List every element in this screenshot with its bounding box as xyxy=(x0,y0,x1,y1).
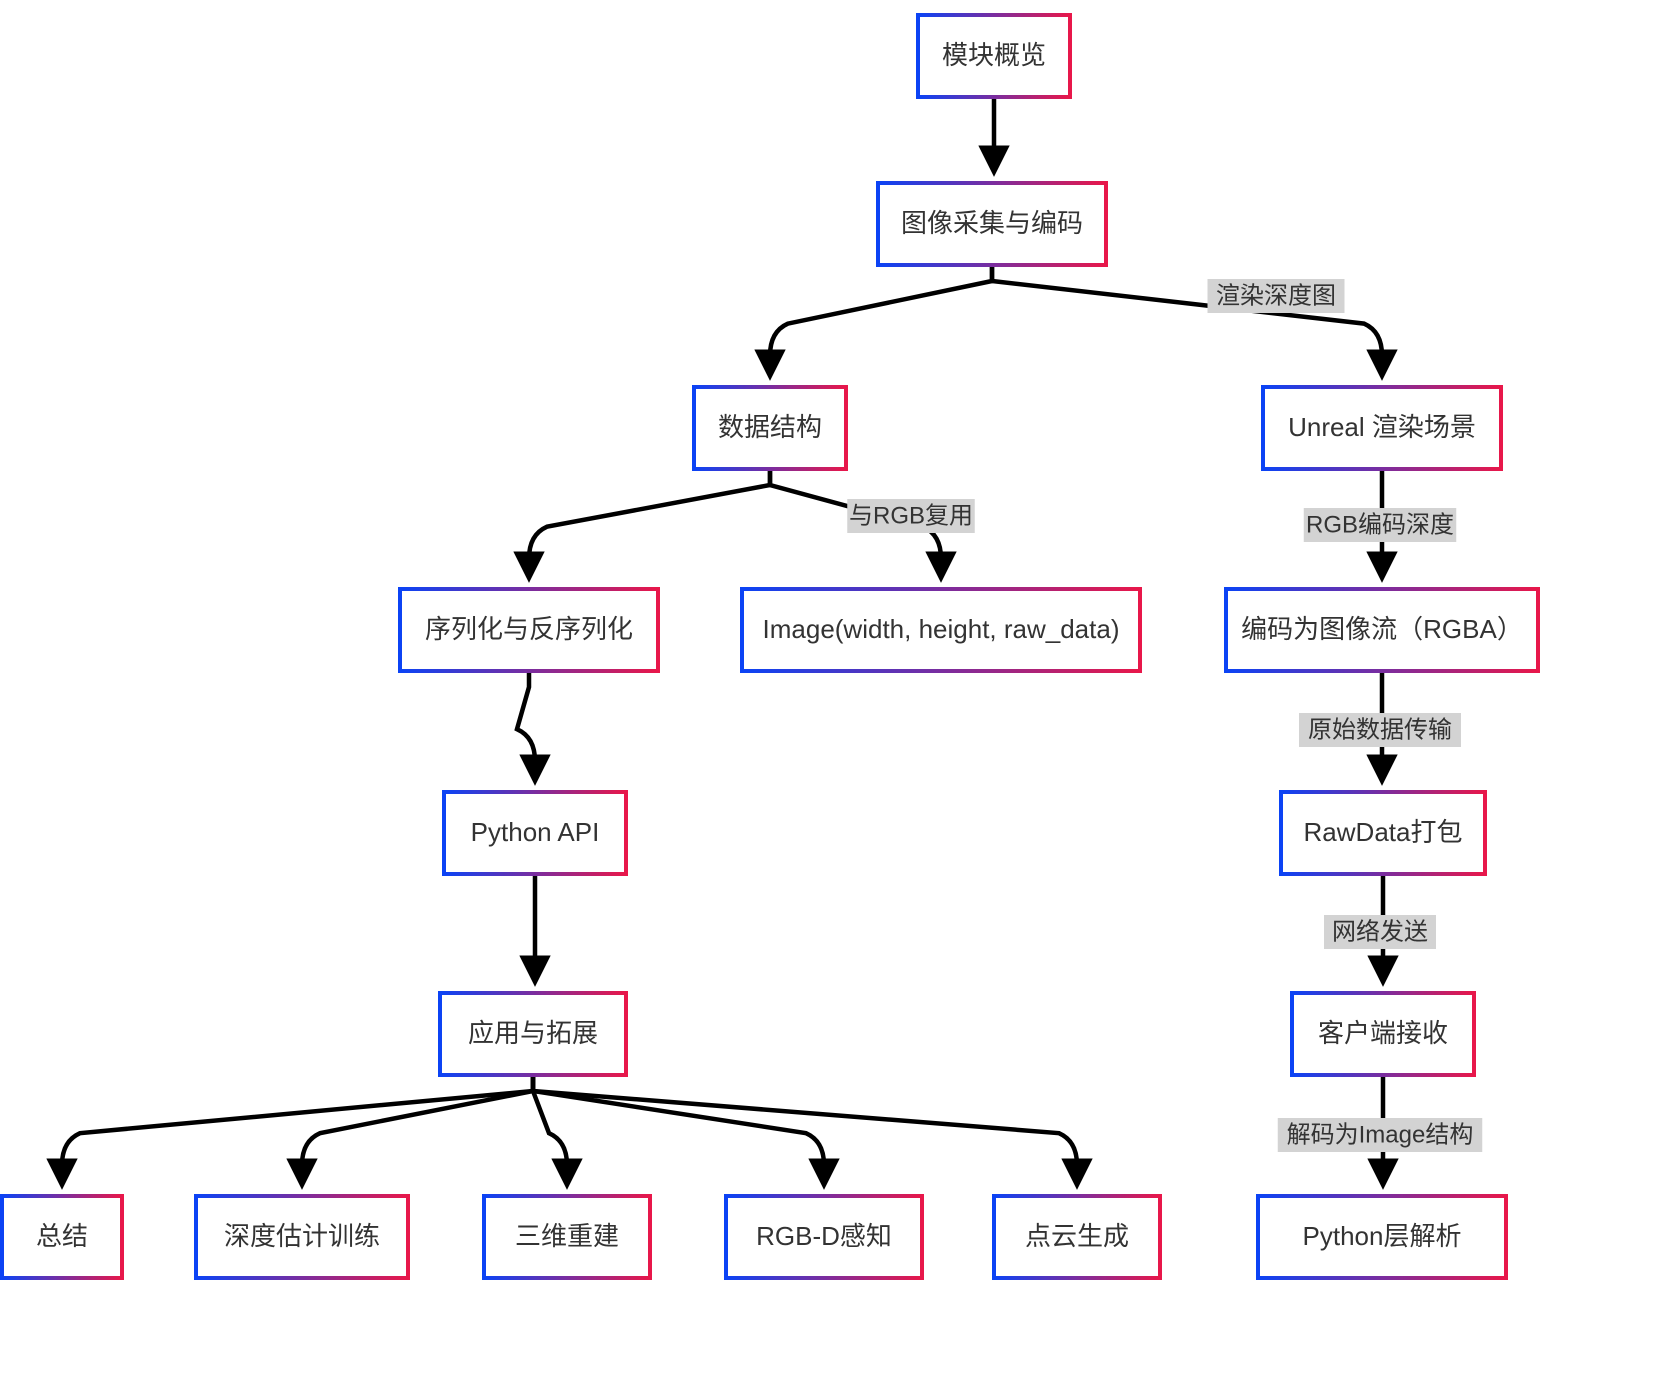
node-recon3d[interactable]: 三维重建 xyxy=(482,1194,652,1280)
edge-label-el-render-depth: 渲染深度图 xyxy=(1207,279,1345,313)
edges-layer xyxy=(46,97,1399,1190)
edge-apply-to-pointcloud xyxy=(530,1075,1093,1190)
edge-label-background xyxy=(1303,508,1457,542)
node-pyparse[interactable]: Python层解析 xyxy=(1256,1194,1508,1280)
node-datastruct[interactable]: 数据结构 xyxy=(692,385,848,471)
edge-line xyxy=(286,1075,536,1190)
node-rgbd[interactable]: RGB-D感知 xyxy=(724,1194,924,1280)
node-label: Unreal 渲染场景 xyxy=(1288,412,1476,442)
node-box xyxy=(1279,790,1487,876)
node-label: 三维重建 xyxy=(515,1221,619,1251)
node-pointcloud[interactable]: 点云生成 xyxy=(992,1194,1162,1280)
edge-label-el-net-send: 网络发送 xyxy=(1324,915,1436,949)
node-unreal[interactable]: Unreal 渲染场景 xyxy=(1261,385,1503,471)
edge-label-text: RGB编码深度 xyxy=(1306,511,1454,538)
edge-label-el-raw-transfer: 原始数据传输 xyxy=(1299,713,1461,747)
node-label: 深度估计训练 xyxy=(224,1221,380,1251)
node-clientrecv[interactable]: 客户端接收 xyxy=(1290,991,1476,1077)
node-box xyxy=(1224,587,1540,673)
edge-label-background xyxy=(1324,915,1436,949)
edge-line xyxy=(754,265,995,381)
node-box xyxy=(1290,991,1476,1077)
node-label: 点云生成 xyxy=(1025,1221,1129,1251)
node-label: RGB-D感知 xyxy=(756,1221,892,1251)
edge-line xyxy=(530,1075,840,1190)
node-box xyxy=(876,181,1108,267)
node-box xyxy=(398,587,660,673)
node-label: 编码为图像流（RGBA） xyxy=(1241,614,1523,644)
edge-line xyxy=(46,1075,536,1190)
edge-label-el-rgb-encode: RGB编码深度 xyxy=(1303,508,1457,542)
edge-label-text: 与RGB复用 xyxy=(849,502,973,529)
node-label: 客户端接收 xyxy=(1318,1018,1448,1048)
edge-label-el-rgb-reuse: 与RGB复用 xyxy=(847,499,975,533)
edge-apply-to-rgbd xyxy=(530,1075,840,1190)
edge-line xyxy=(513,469,773,583)
node-box xyxy=(992,1194,1162,1280)
node-box xyxy=(482,1194,652,1280)
node-imagestruct[interactable]: Image(width, height, raw_data) xyxy=(740,587,1142,673)
edge-line xyxy=(530,1075,1093,1190)
edge-serialize-to-pyapi xyxy=(514,671,551,786)
node-label: 模块概览 xyxy=(942,40,1046,70)
node-box xyxy=(724,1194,924,1280)
node-capture[interactable]: 图像采集与编码 xyxy=(876,181,1108,267)
node-label: Image(width, height, raw_data) xyxy=(763,614,1120,644)
edge-apply-to-depthtrain xyxy=(286,1075,536,1190)
node-overview[interactable]: 模块概览 xyxy=(916,13,1072,99)
edge-label-background xyxy=(1299,713,1461,747)
node-box xyxy=(916,13,1072,99)
node-encode[interactable]: 编码为图像流（RGBA） xyxy=(1224,587,1540,673)
node-apply[interactable]: 应用与拓展 xyxy=(438,991,628,1077)
edge-apply-to-summary xyxy=(46,1075,536,1190)
edge-label-background xyxy=(1277,1118,1483,1152)
edge-apply-to-recon3d xyxy=(530,1075,583,1190)
node-box xyxy=(740,587,1142,673)
node-box xyxy=(442,790,628,876)
edge-label-text: 原始数据传输 xyxy=(1308,716,1452,743)
node-box xyxy=(438,991,628,1077)
node-box xyxy=(692,385,848,471)
edge-label-text: 渲染深度图 xyxy=(1216,282,1336,309)
node-box xyxy=(194,1194,410,1280)
node-summary[interactable]: 总结 xyxy=(0,1194,124,1280)
node-box xyxy=(1261,385,1503,471)
node-rawdata[interactable]: RawData打包 xyxy=(1279,790,1487,876)
edge-datastruct-to-serialize xyxy=(513,469,773,583)
edge-label-text: 网络发送 xyxy=(1332,918,1428,945)
node-label: 总结 xyxy=(36,1221,88,1251)
edge-line xyxy=(989,265,1398,381)
edge-capture-to-unreal xyxy=(989,265,1398,381)
edge-label-el-decode-image: 解码为Image结构 xyxy=(1277,1118,1483,1152)
edge-line xyxy=(514,671,551,786)
node-box xyxy=(0,1194,124,1280)
node-label: 图像采集与编码 xyxy=(901,208,1083,238)
edge-line xyxy=(530,1075,583,1190)
edge-capture-to-datastruct xyxy=(754,265,995,381)
node-label: 应用与拓展 xyxy=(468,1018,598,1048)
node-label: 序列化与反序列化 xyxy=(425,614,633,644)
node-label: RawData打包 xyxy=(1304,817,1463,847)
node-pyapi[interactable]: Python API xyxy=(442,790,628,876)
edge-label-background xyxy=(847,499,975,533)
edge-label-text: 解码为Image结构 xyxy=(1287,1121,1474,1148)
node-label: 数据结构 xyxy=(718,412,822,442)
node-label: Python API xyxy=(471,817,600,847)
node-label: Python层解析 xyxy=(1303,1221,1462,1251)
edge-label-background xyxy=(1207,279,1345,313)
node-serialize[interactable]: 序列化与反序列化 xyxy=(398,587,660,673)
node-box xyxy=(1256,1194,1508,1280)
node-depthtrain[interactable]: 深度估计训练 xyxy=(194,1194,410,1280)
